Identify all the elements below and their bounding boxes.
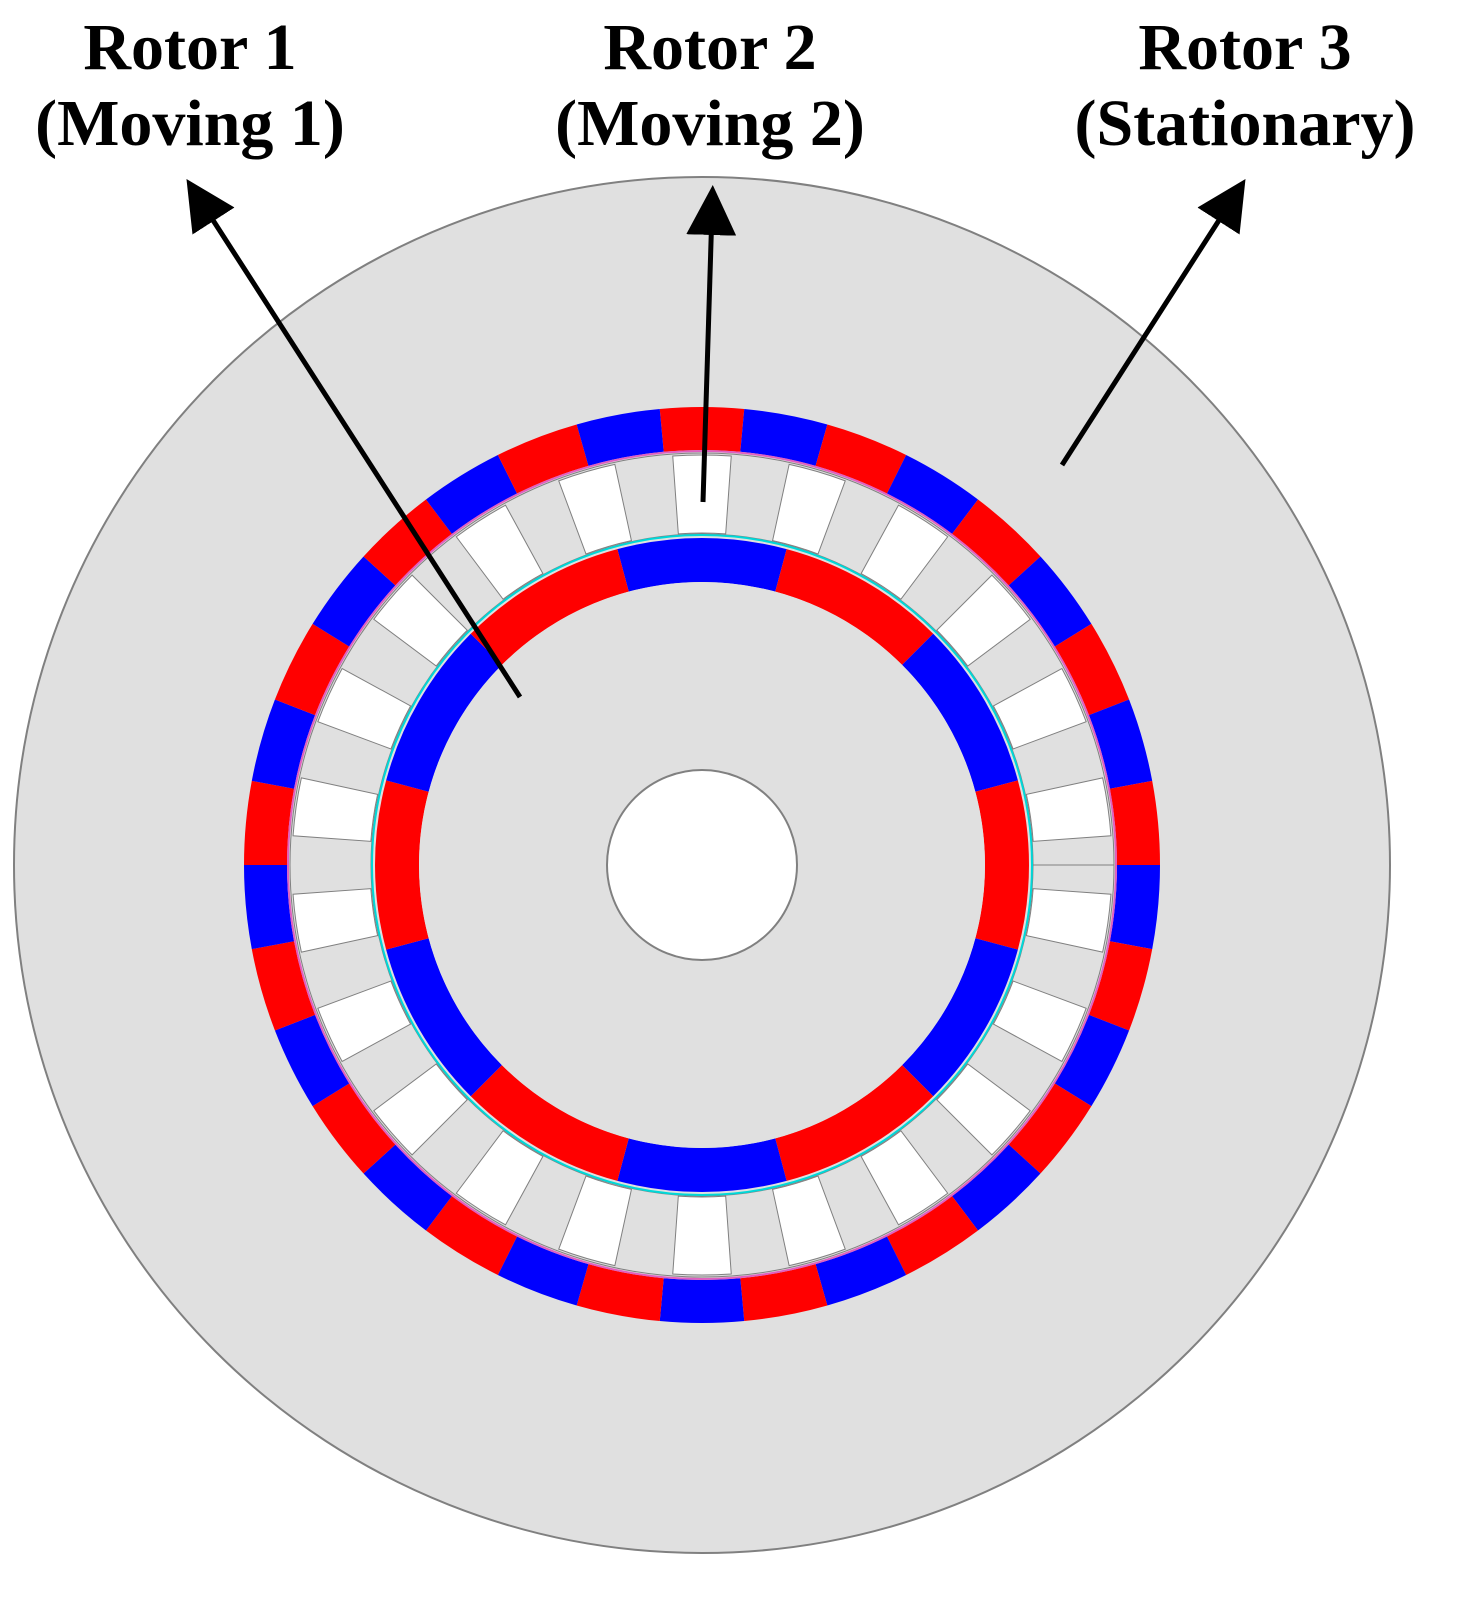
outer-magnet-segment [251, 699, 316, 789]
pole-piece [860, 1130, 949, 1226]
rotor-3-arrow [1059, 178, 1246, 467]
pole-piece [373, 574, 468, 667]
outer-magnet-segment [251, 941, 316, 1031]
outer-air-gap [287, 450, 1117, 1280]
outer-magnet-segment [312, 556, 396, 647]
pole-piece [1025, 888, 1112, 953]
pole-piece [317, 980, 412, 1063]
inner-magnet-segment [775, 549, 934, 665]
outer-magnet-segment [576, 1264, 664, 1322]
rotor-1-subtitle: (Moving 1) [35, 87, 345, 160]
pole-piece [936, 574, 1031, 667]
pole-piece [1025, 777, 1112, 842]
outer-magnet-segment [497, 424, 589, 494]
outer-magnet-segment [815, 1236, 907, 1306]
rotor-1-arrow [186, 178, 523, 699]
inner-magnet-segment [617, 1138, 787, 1193]
inner-magnet-segment [617, 538, 787, 592]
outer-magnet-segment [1088, 699, 1153, 789]
outer-magnet-segment [886, 1196, 979, 1275]
outer-magnet-segment [274, 1014, 350, 1107]
inner-magnet-segment [375, 780, 429, 950]
outer-magnet-segment [1008, 1083, 1092, 1174]
outer-magnet-segment [740, 1264, 828, 1322]
rotor-2-label: Rotor 2 (Moving 2) [515, 10, 905, 162]
outer-magnet-segment [312, 1083, 396, 1174]
pole-piece [558, 1175, 633, 1267]
outer-magnet-segment [244, 865, 295, 950]
outer-magnet-segment [1008, 556, 1092, 647]
pole-piece [292, 777, 379, 842]
rotor-3-title: Rotor 3 [1138, 11, 1352, 84]
rotor-1-label: Rotor 1 (Moving 1) [0, 10, 380, 162]
pole-piece [373, 1063, 468, 1156]
pole-piece [292, 888, 379, 953]
outer-magnet-segment [952, 499, 1041, 586]
outer-magnet-segment [497, 1236, 589, 1306]
outer-magnet-segment [425, 1196, 518, 1275]
outer-magnet-segment [425, 455, 518, 534]
rotor-1-title: Rotor 1 [83, 11, 297, 84]
inner-magnet-segment [775, 1065, 934, 1181]
shaft-hole [606, 769, 798, 961]
pole-piece [317, 667, 412, 750]
outer-magnet-segment [815, 424, 907, 494]
outer-magnet-segment [244, 780, 295, 865]
pole-piece [992, 667, 1087, 750]
pole-piece [771, 463, 846, 555]
inner-magnet-segment [902, 633, 1018, 792]
inner-magnet-segment [975, 780, 1029, 950]
pole-piece [936, 1063, 1031, 1156]
rotor-2-subtitle: (Moving 2) [555, 87, 865, 160]
outer-magnet-segment [576, 408, 664, 466]
pole-piece [455, 1130, 544, 1226]
outer-magnet-segment [1109, 865, 1160, 950]
rotor-3-label: Rotor 3 (Stationary) [1035, 10, 1455, 162]
pole-piece [455, 504, 544, 600]
outer-magnet-segment [1088, 941, 1153, 1031]
pole-piece [672, 1195, 732, 1276]
outer-magnet-segment [952, 1144, 1041, 1231]
inner-magnet-segment [902, 938, 1018, 1097]
rotor-3-subtitle: (Stationary) [1074, 87, 1416, 160]
rotor-2-title: Rotor 2 [603, 11, 817, 84]
outer-magnet-segment [886, 455, 979, 534]
inner-magnet-segment [386, 938, 502, 1097]
inner-air-gap [371, 534, 1033, 1196]
pole-piece [771, 1175, 846, 1267]
pole-piece [558, 463, 633, 555]
inner-magnet-segment [470, 1065, 629, 1181]
outer-magnet-segment [740, 408, 828, 466]
outer-magnet-segment [1054, 1014, 1130, 1107]
outer-magnet-segment [659, 407, 745, 452]
outer-magnet-segment [659, 1278, 745, 1323]
inner-magnet-segment [470, 549, 629, 665]
outer-magnet-segment [363, 499, 452, 586]
outer-magnet-segment [1054, 623, 1130, 716]
outer-magnet-segment [363, 1144, 452, 1231]
inner-magnet-segment [386, 633, 502, 792]
rotor-2-arrow [686, 185, 737, 503]
pole-piece [860, 504, 949, 600]
pole-piece [992, 980, 1087, 1063]
outer-magnet-segment [1109, 780, 1160, 865]
outer-magnet-segment [274, 623, 350, 716]
